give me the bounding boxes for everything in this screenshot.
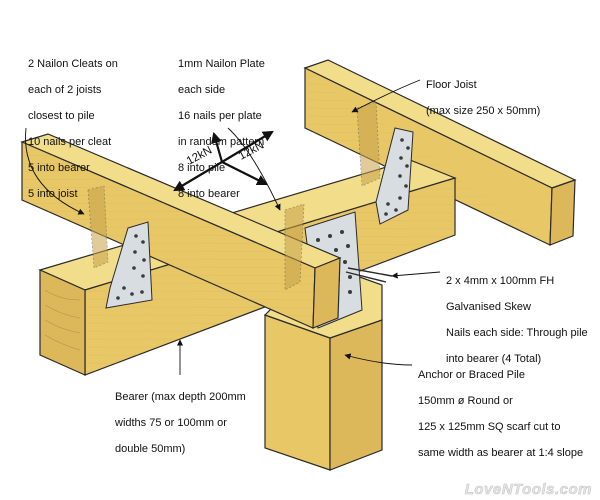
plate-line: 8 into bearer [178, 188, 240, 200]
skew-nails-line: Galvanised Skew [446, 301, 531, 313]
cleats-line: 5 into bearer [28, 162, 90, 174]
nailon-cleat-back [375, 127, 414, 225]
hidden-cleat-back-joist [356, 101, 381, 187]
plate-line: 1mm Nailon Plate [178, 58, 265, 70]
joist-line: Floor Joist [426, 79, 477, 91]
pile-line: Anchor or Braced Pile [418, 369, 525, 381]
bearer-line: widths 75 or 100mm or [115, 417, 227, 429]
plate-annotation: 1mm Nailon Plate each side 16 nails per … [178, 45, 265, 214]
skew-nails-line: Nails each side: Through pile [446, 327, 588, 339]
pile-line: 150mm ø Round or [418, 395, 513, 407]
bearer-line: double 50mm) [115, 443, 186, 455]
bearer-end-grain [44, 289, 81, 351]
plate-line: each side [178, 84, 226, 96]
pile-annotation: Anchor or Braced Pile 150mm ø Round or 1… [418, 356, 583, 473]
hidden-plate-far-side [284, 203, 305, 291]
cleats-line: 10 nails per cleat [28, 136, 112, 148]
leader-lines [25, 79, 441, 375]
cleats-line: closest to pile [28, 110, 95, 122]
skew-nails [345, 267, 393, 283]
pile-line: same width as bearer at 1:4 slope [418, 447, 584, 459]
plate-line: 16 nails per plate [178, 110, 262, 122]
bearer-annotation: Bearer (max depth 200mm widths 75 or 100… [115, 378, 246, 469]
cleats-line: each of 2 joists [28, 84, 102, 96]
plate-line: in random pattern [178, 136, 265, 148]
nailon-cleat-front [105, 221, 153, 309]
watermark: LoveNTools.com [464, 481, 592, 499]
plate-line: 8 into pile [178, 162, 226, 174]
skew-nails-line: into bearer (4 Total) [446, 353, 542, 365]
cleats-line: 5 into joist [28, 188, 78, 200]
skew-nails-line: 2 x 4mm x 100mm FH [446, 275, 555, 287]
joist-annotation: Floor Joist (max size 250 x 50mm) [426, 66, 540, 131]
skew-nails-annotation: 2 x 4mm x 100mm FH Galvanised Skew Nails… [446, 262, 588, 379]
bearer-line: Bearer (max depth 200mm [115, 391, 246, 403]
pile-line: 125 x 125mm SQ scarf cut to [418, 421, 561, 433]
floor-joist-front [20, 133, 342, 329]
cleats-line: 2 Nailon Cleats on [28, 58, 118, 70]
joist-line: (max size 250 x 50mm) [426, 105, 541, 117]
force-arrows [173, 130, 274, 192]
cleats-annotation: 2 Nailon Cleats on each of 2 joists clos… [28, 45, 118, 214]
